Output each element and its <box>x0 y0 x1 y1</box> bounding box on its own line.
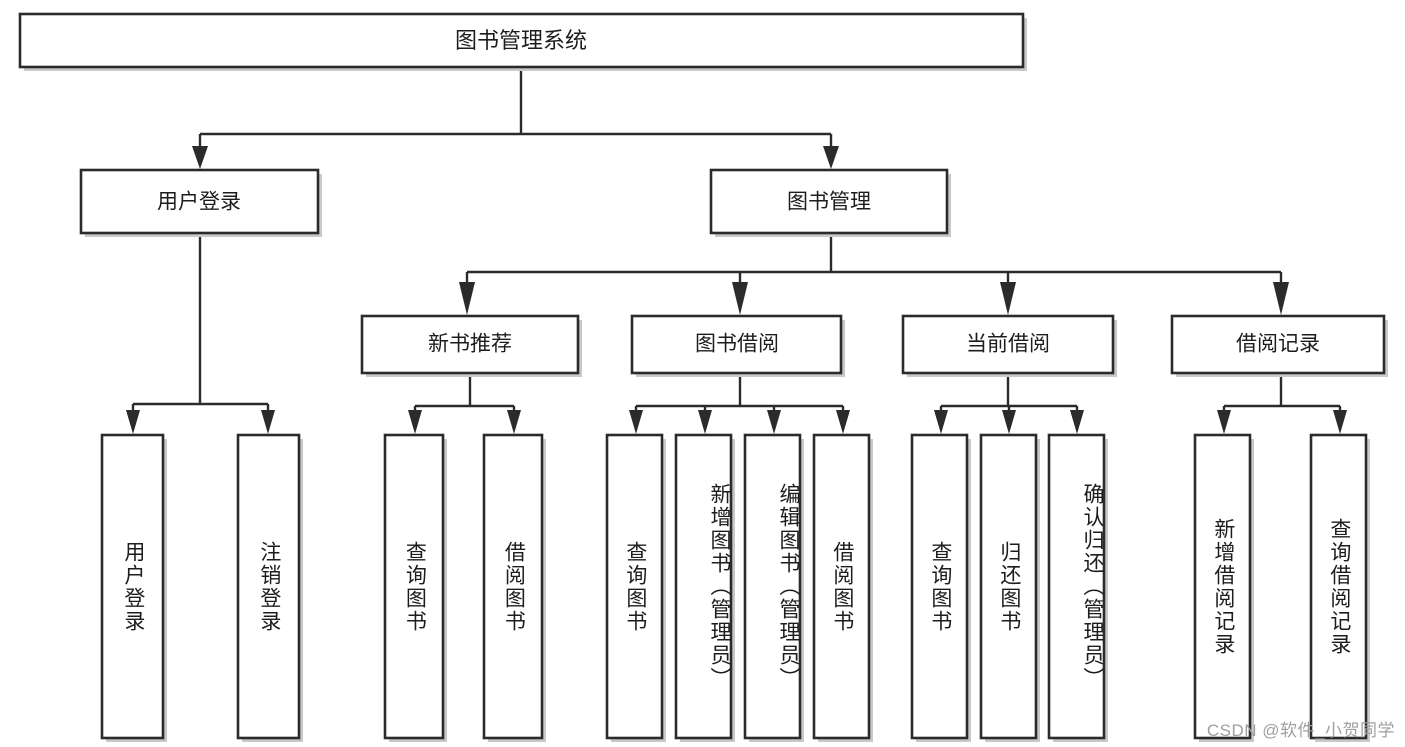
connector-layer <box>126 69 1347 434</box>
arrow-head-leaf-user-login <box>126 410 140 434</box>
node-book-manage-box[interactable] <box>709 168 949 235</box>
node-current-borrow-box[interactable] <box>901 314 1115 375</box>
arrow-head-user-login <box>192 146 208 169</box>
arrow-head-nb-borrow <box>507 410 521 434</box>
arrow-head-br-add <box>1217 410 1231 434</box>
leaf-br-query-box[interactable] <box>1309 433 1368 740</box>
node-user-login-box[interactable] <box>79 168 320 235</box>
leaf-br-add-box[interactable] <box>1193 433 1252 740</box>
leaf-bb-borrow-box[interactable] <box>812 433 871 740</box>
leaf-user-login-box[interactable] <box>100 433 165 740</box>
node-layer: 图书管理系统 用户登录 图书管理 新书推荐 图书借阅 当前借阅 <box>18 12 1388 742</box>
node-book-borrow-label: 图书借阅 <box>695 333 779 356</box>
csdn-watermark: CSDN @软件_小贺同学 <box>1206 721 1395 740</box>
node-borrow-record-label: 借阅记录 <box>1236 333 1320 356</box>
arrow-head-cb-return <box>1002 410 1016 434</box>
leaf-bb-add-box[interactable] <box>674 433 733 740</box>
arrow-head-borrow-record <box>1273 282 1289 315</box>
arrow-head-cb-query <box>934 410 948 434</box>
arrow-head-br-query <box>1333 410 1347 434</box>
node-current-borrow-label: 当前借阅 <box>966 333 1050 356</box>
leaf-nb-borrow-box[interactable] <box>482 433 544 740</box>
leaf-logout-box[interactable] <box>236 433 301 740</box>
node-new-book-label: 新书推荐 <box>428 333 512 356</box>
arrow-head-bb-edit <box>767 410 781 434</box>
node-book-manage-label: 图书管理 <box>787 191 871 214</box>
root-node-label: 图书管理系统 <box>455 28 587 53</box>
leaf-nb-query-box[interactable] <box>383 433 445 740</box>
arrow-head-bb-query <box>629 410 643 434</box>
arrow-head-bb-borrow <box>836 410 850 434</box>
leaf-cb-confirm-box[interactable] <box>1047 433 1106 740</box>
root-node-box[interactable] <box>18 12 1025 69</box>
arrow-head-new-book <box>459 282 475 315</box>
arrow-head-bb-add <box>698 410 712 434</box>
leaf-bb-query-box[interactable] <box>605 433 664 740</box>
arrow-head-cb-confirm <box>1070 410 1084 434</box>
arrow-head-nb-query <box>408 410 422 434</box>
node-user-login-label: 用户登录 <box>157 191 241 214</box>
arrow-head-leaf-logout <box>261 410 275 434</box>
leaf-cb-query-box[interactable] <box>910 433 969 740</box>
node-borrow-record-box[interactable] <box>1170 314 1386 375</box>
leaf-bb-edit-box[interactable] <box>743 433 802 740</box>
node-new-book-box[interactable] <box>360 314 580 375</box>
arrow-head-book-borrow <box>732 282 748 315</box>
arrow-head-current-borrow <box>1000 282 1016 315</box>
leaf-cb-return-box[interactable] <box>979 433 1038 740</box>
node-book-borrow-box[interactable] <box>630 314 843 375</box>
arrow-head-book-manage <box>823 146 839 169</box>
